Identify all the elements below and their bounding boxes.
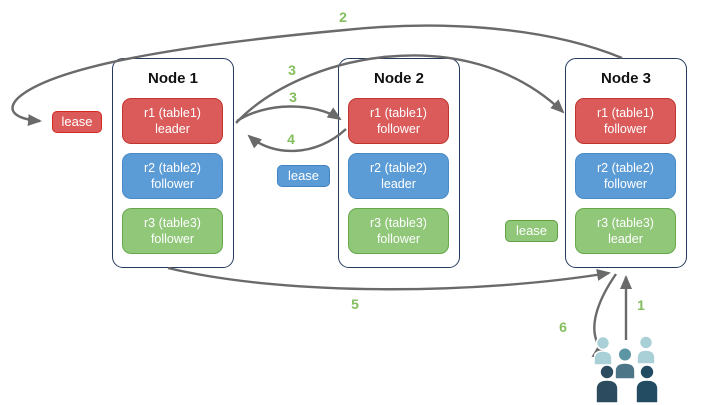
arrow-step-2-node3-to-r1-lease (11, 24, 623, 127)
replica-role-label: follower (376, 232, 421, 246)
node-2-title: Node 2 (373, 70, 424, 87)
step-label-6: 6 (559, 319, 567, 335)
replica-role-label: leader (381, 177, 416, 191)
node-2-replica-r1: r1 (table1) follower (348, 98, 449, 144)
replica-role-label: leader (608, 232, 643, 246)
replica-range-label: r2 (table2) (144, 161, 201, 175)
step-label-3a: 3 (288, 62, 296, 78)
lease-tag-r2: lease (277, 165, 330, 187)
arrow-step-5-node1-to-node3 (167, 266, 611, 291)
step-label-4: 4 (287, 131, 295, 147)
node-1-title: Node 1 (147, 70, 198, 87)
lease-tag-r3: lease (505, 220, 558, 242)
replica-role-label: follower (603, 122, 648, 136)
replica-role-label: follower (150, 177, 195, 191)
node-2: Node 2 r1 (table1) follower r2 (table2) … (338, 58, 460, 268)
node-1-replica-r2: r2 (table2) follower (122, 153, 223, 199)
replica-range-label: r1 (table1) (144, 106, 201, 120)
replica-role-label: follower (376, 122, 421, 136)
replica-role-label: leader (155, 122, 190, 136)
node-2-replica-r3: r3 (table3) follower (348, 208, 449, 254)
replica-range-label: r3 (table3) (144, 216, 201, 230)
node-2-replica-r2: r2 (table2) leader (348, 153, 449, 199)
replica-range-label: r3 (table3) (370, 216, 427, 230)
lease-tag-r1: lease (52, 111, 102, 133)
users-icon (594, 335, 659, 404)
replica-role-label: follower (150, 232, 195, 246)
step-label-1: 1 (637, 297, 645, 313)
replica-range-label: r2 (table2) (370, 161, 427, 175)
step-label-5: 5 (351, 296, 359, 312)
step-label-2: 2 (339, 9, 347, 25)
node-1-replica-r3: r3 (table3) follower (122, 208, 223, 254)
replica-range-label: r3 (table3) (597, 216, 654, 230)
arrow-step-6-node3-to-users (591, 273, 617, 358)
arrow-step-3-leader-to-node2-follower (236, 105, 342, 123)
replica-range-label: r1 (table1) (597, 106, 654, 120)
node-1-replica-r1: r1 (table1) leader (122, 98, 223, 144)
replica-range-label: r2 (table2) (597, 161, 654, 175)
node-3-title: Node 3 (600, 70, 651, 87)
node-3-replica-r2: r2 (table2) follower (575, 153, 676, 199)
node-3-replica-r1: r1 (table1) follower (575, 98, 676, 144)
replica-role-label: follower (603, 177, 648, 191)
node-3-replica-r3: r3 (table3) leader (575, 208, 676, 254)
replica-range-label: r1 (table1) (370, 106, 427, 120)
node-3: Node 3 r1 (table1) follower r2 (table2) … (565, 58, 687, 268)
step-label-3b: 3 (289, 89, 297, 105)
node-1: Node 1 r1 (table1) leader r2 (table2) fo… (112, 58, 234, 268)
